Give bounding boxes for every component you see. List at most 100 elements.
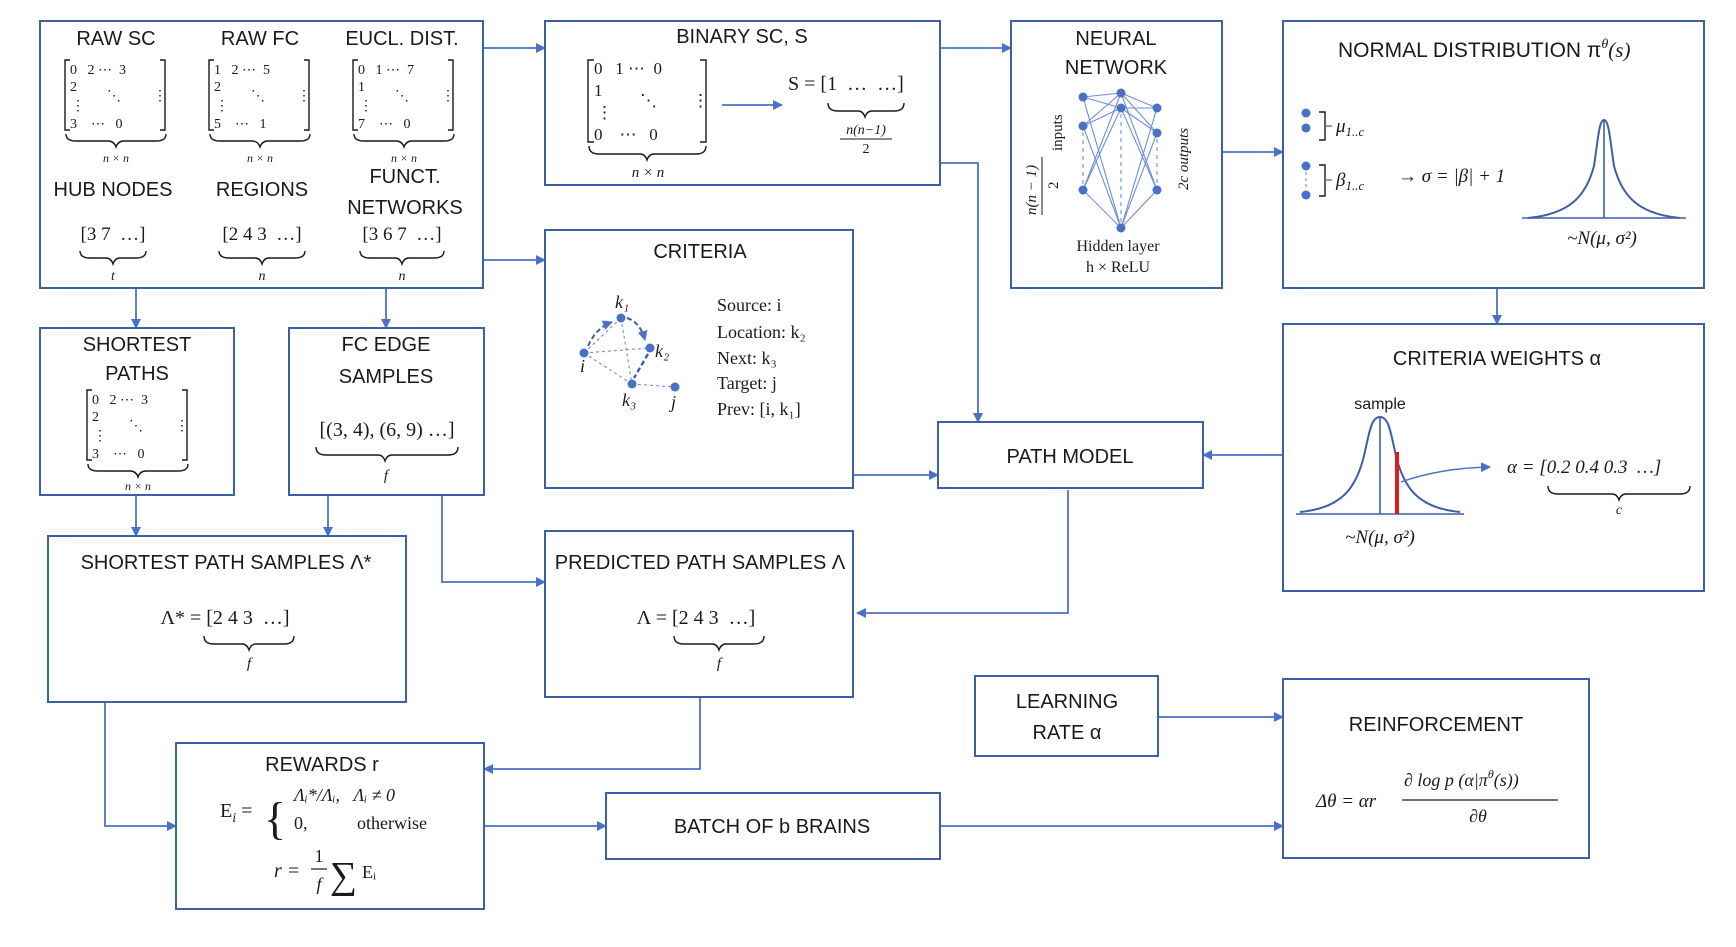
svg-text:1: 1 [315,846,324,866]
svg-text:1 2 ⋯ 5: 1 2 ⋯ 5 [214,63,270,78]
funct-networks-title-line2: NETWORKS [347,197,463,219]
svg-text:n × n: n × n [391,151,417,165]
svg-text:k₃: k₃ [622,390,636,410]
svg-text:j: j [669,392,676,412]
svg-text:1: 1 [594,81,603,100]
svg-text:2: 2 [214,80,221,95]
svg-text:1: 1 [358,80,365,95]
regions-title: REGIONS [216,179,308,201]
svg-text:⋮: ⋮ [441,89,455,104]
distribution-label: ~N(μ, σ²) [1567,228,1637,249]
svg-text:2: 2 [863,142,870,157]
reinforcement-title: REINFORCEMENT [1349,714,1523,736]
predicted-samples-equation: Λ = [2 4 3 …] [637,607,756,629]
funct-networks-title-line1: FUNCT. [369,166,440,188]
network-graph [1078,88,1162,233]
svg-text:[3 6 7 …]: [3 6 7 …] [362,224,441,245]
shortest-paths-title-line1: SHORTEST [83,334,192,356]
neural-network-box: NEURAL NETWORK n(n − 1) 2 inputs 2c outp… [1010,20,1223,289]
svg-text:7 ⋯ 0: 7 ⋯ 0 [358,117,411,132]
shortest-path-samples-box: SHORTEST PATH SAMPLES Λ* Λ* = [2 4 3 …] … [47,535,407,703]
svg-text:f: f [717,656,723,672]
fc-edge-samples-box: FC EDGE SAMPLES [(3, 4), (6, 9) …] f [288,327,485,496]
svg-text:0 1 ⋯ 0: 0 1 ⋯ 0 [594,59,662,78]
svg-text:0 2 ⋯ 3: 0 2 ⋯ 3 [92,393,148,408]
path-model-title: PATH MODEL [1006,446,1133,468]
svg-text:⋮: ⋮ [153,89,167,104]
outputs-label: 2c outputs [1176,128,1192,190]
connectors [104,43,1502,831]
weights-distribution-label: ~N(μ, σ²) [1345,527,1415,548]
svg-text:⋮: ⋮ [692,91,709,110]
svg-text:3 ⋯ 0: 3 ⋯ 0 [70,117,123,132]
svg-text:n × n: n × n [632,165,665,181]
eucl-dist-matrix: EUCL. DIST. 0 1 ⋯ 7 1 ⋮ 7 ⋯ 0 ⋱ ⋮ n × n [345,28,458,165]
svg-text:⋮: ⋮ [215,99,229,114]
svg-text:⋮: ⋮ [359,99,373,114]
svg-text:c: c [1616,503,1623,518]
shortest-paths-box: SHORTEST PATHS 0 2 ⋯ 3 2 ⋮ 3 ⋯ 0 ⋱ ⋮ n ×… [39,327,235,496]
svg-text:n(n − 1): n(n − 1) [1024,165,1040,215]
svg-text:n(n−1): n(n−1) [846,123,886,138]
svg-text:0 ⋯ 0: 0 ⋯ 0 [594,125,658,144]
svg-text:0 1 ⋯ 7: 0 1 ⋯ 7 [358,63,414,78]
svg-text:⋮: ⋮ [297,89,311,104]
svg-text:[2 4 3 …]: [2 4 3 …] [222,224,301,245]
criteria-line-5: Prev: [i, k₁] [717,399,801,419]
svg-text:2: 2 [1046,182,1062,190]
raw-fc-title: RAW FC [221,28,299,50]
arrow-shortest-to-rewards [104,702,177,831]
svg-text:n: n [399,269,406,284]
binary-sc-title: BINARY SC, S [676,26,808,48]
normal-distribution-title: NORMAL DISTRIBUTION πθ(s) [1338,37,1630,62]
alpha-vector: α = [0.2 0.4 0.3 …] [1507,457,1661,478]
regions: REGIONS [2 4 3 …] n [216,179,308,284]
svg-text:inputs: inputs [1050,114,1066,151]
criteria-box: CRITERIA k₁ k₂ k₃ i j Source: i Location… [544,229,854,489]
svg-text:3 ⋯ 0: 3 ⋯ 0 [92,447,145,462]
fc-edge-title-line2: SAMPLES [339,366,433,388]
criteria-graph [579,313,680,392]
criteria-line-3: Next: k₃ [717,348,777,368]
batch-box: BATCH OF b BRAINS [605,792,941,860]
path-model-box: PATH MODEL [937,421,1204,489]
inputs-box: RAW SC 0 2 ⋯ 3 2 ⋮ 3 ⋯ 0 ⋱ ⋮ n × n RAW F… [39,20,484,289]
hidden-layer-activation: h × ReLU [1086,259,1151,276]
fc-edge-title-line1: FC EDGE [342,334,431,356]
learning-rate-title-line2: RATE α [1033,722,1102,744]
raw-sc-title: RAW SC [76,28,155,50]
raw-fc-matrix: RAW FC 1 2 ⋯ 5 2 ⋮ 5 ⋯ 1 ⋱ ⋮ n × n [208,28,311,165]
svg-text:⋱: ⋱ [640,91,657,110]
r-lhs: r = [274,860,300,882]
svg-text:i: i [580,356,585,376]
neural-network-title-line2: NETWORK [1065,57,1168,79]
reinforcement-lhs: Δθ = αr [1315,791,1377,812]
svg-text:{: { [264,793,286,844]
fc-edge-vector: [(3, 4), (6, 9) …] [320,419,455,441]
svg-text:k₁: k₁ [615,292,629,312]
criteria-line-2: Location: k₂ [717,322,806,342]
svg-text:Eᵢ: Eᵢ [362,862,376,882]
svg-text:n × n: n × n [103,151,129,165]
svg-text:⋱: ⋱ [129,419,143,434]
s-vector: S = [1 … …] [788,73,904,95]
rewards-box: REWARDS r Ei = { Λᵢ*/Λᵢ, Λᵢ ≠ 0 0, other… [175,742,485,910]
svg-text:2: 2 [70,80,77,95]
arrow-binary-to-pathmodel [940,162,983,423]
reinforcement-box: REINFORCEMENT Δθ = αr ∂ log p (α|πθ(s)) … [1282,678,1590,859]
normal-distribution-box: NORMAL DISTRIBUTION πθ(s) μ1..c β1..c → … [1282,20,1705,289]
svg-text:f: f [316,874,324,894]
svg-text:n × n: n × n [247,151,273,165]
sigma-equation: → σ = |β| + 1 [1398,166,1505,187]
svg-text:0 2 ⋯ 3: 0 2 ⋯ 3 [70,63,126,78]
shortest-paths-title-line2: PATHS [105,363,169,385]
reinforcement-denominator: ∂θ [1469,806,1487,826]
svg-text:⋮: ⋮ [596,103,613,122]
predicted-path-samples-box: PREDICTED PATH SAMPLES Λ Λ = [2 4 3 …] f [544,530,854,698]
svg-text:k₂: k₂ [655,341,669,361]
svg-text:2: 2 [92,410,99,425]
svg-text:⋮: ⋮ [93,429,107,444]
svg-text:n × n: n × n [125,479,151,493]
rewards-case-2: 0, otherwise [294,813,427,833]
